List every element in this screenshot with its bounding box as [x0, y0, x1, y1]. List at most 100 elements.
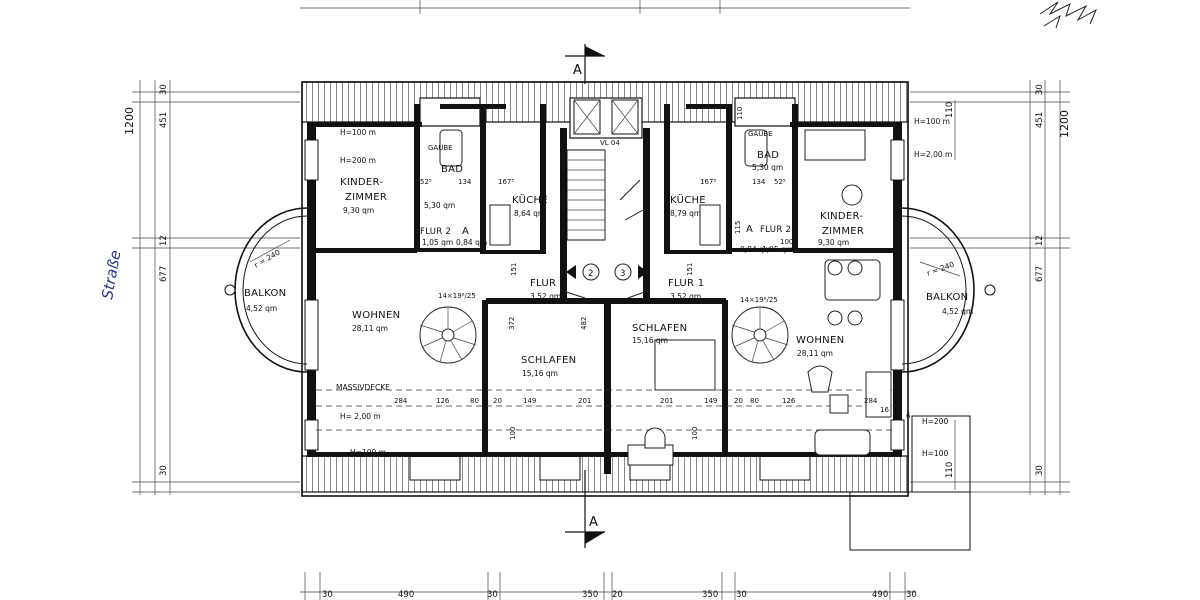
stair-left-label: 14×19⁶/25 — [438, 292, 476, 300]
svg-text:0,84 qm: 0,84 qm — [456, 238, 487, 247]
svg-text:1200: 1200 — [123, 107, 136, 135]
svg-text:372: 372 — [508, 317, 516, 330]
room-kueche-right: KÜCHE 8,79 qm — [670, 193, 706, 218]
room-schlafen-right: SCHLAFEN 15,16 qm — [632, 323, 687, 345]
svg-text:149: 149 — [704, 397, 717, 405]
svg-text:FLUR 1: FLUR 1 — [530, 278, 566, 289]
room-schlafen-left: SCHLAFEN 15,16 qm — [521, 355, 576, 378]
svg-text:80: 80 — [750, 397, 759, 405]
section-label-top: A — [573, 63, 582, 78]
svg-text:151: 151 — [686, 263, 694, 276]
svg-text:110: 110 — [945, 102, 955, 118]
gaube-left-label: GAUBE — [428, 144, 453, 152]
svg-text:30: 30 — [736, 590, 747, 600]
svg-text:SCHLAFEN: SCHLAFEN — [521, 355, 576, 366]
room-flur1-right: FLUR 1 3,52 qm — [668, 278, 704, 301]
svg-text:126: 126 — [782, 397, 796, 405]
svg-text:15,16 qm: 15,16 qm — [632, 336, 668, 345]
room-a-left: A 0,84 qm — [456, 226, 487, 247]
svg-text:100: 100 — [509, 427, 517, 440]
svg-text:80: 80 — [470, 397, 479, 405]
svg-text:30: 30 — [159, 84, 169, 95]
svg-text:115: 115 — [734, 221, 742, 234]
svg-text:BAD: BAD — [441, 164, 463, 175]
spiral-stair-right — [731, 306, 789, 364]
gaube-right-label: GAUBE — [748, 130, 773, 138]
svg-text:151: 151 — [510, 263, 518, 276]
svg-text:134: 134 — [458, 178, 472, 186]
inner-dimensions: 284 126 80 20 149 201 201 149 20 80 126 … — [394, 107, 911, 440]
balcony-right — [901, 207, 996, 373]
svg-text:28,11 qm: 28,11 qm — [797, 349, 833, 358]
svg-text:ZIMMER: ZIMMER — [345, 192, 387, 203]
svg-text:20: 20 — [612, 590, 623, 600]
room-flur2-left: FLUR 2 1,05 qm — [420, 227, 453, 247]
massivdecke-lines — [316, 389, 893, 431]
section-marker-top: A — [565, 44, 605, 84]
svg-text:100: 100 — [691, 427, 699, 440]
vl-label: VL 04 — [600, 139, 620, 147]
windows — [304, 139, 905, 451]
svg-text:12: 12 — [1035, 235, 1045, 246]
svg-text:0,84 qm: 0,84 qm — [740, 245, 771, 254]
bottom-dimension-line: 30 490 30 350 20 350 30 490 30 — [300, 572, 917, 600]
stair-right-label: 14×19⁶/25 — [740, 296, 778, 304]
svg-text:100: 100 — [780, 238, 793, 246]
svg-text:4,52 qm: 4,52 qm — [942, 307, 973, 316]
svg-text:H=100 m: H=100 m — [340, 128, 376, 137]
svg-text:52⁵: 52⁵ — [774, 178, 786, 186]
entrance-projection — [849, 415, 971, 551]
svg-text:H=200: H=200 — [922, 417, 948, 426]
svg-text:KÜCHE: KÜCHE — [512, 193, 548, 206]
svg-text:H=200 m: H=200 m — [340, 156, 376, 165]
svg-text:482: 482 — [580, 317, 588, 330]
svg-text:110: 110 — [945, 462, 955, 478]
svg-text:677: 677 — [159, 266, 169, 282]
svg-text:KÜCHE: KÜCHE — [670, 193, 706, 206]
svg-text:r = 240: r = 240 — [253, 248, 282, 270]
spiral-stair-left — [419, 306, 477, 364]
svg-text:KINDER-: KINDER- — [340, 177, 383, 188]
svg-text:15,16 qm: 15,16 qm — [522, 369, 558, 378]
room-kueche-left: KÜCHE 8,64 qm — [512, 193, 548, 218]
svg-text:5,30 qm: 5,30 qm — [752, 163, 783, 172]
svg-text:284: 284 — [864, 397, 878, 405]
svg-text:1200: 1200 — [1058, 110, 1071, 138]
svg-text:FLUR 2: FLUR 2 — [760, 225, 791, 235]
room-flur1-left: FLUR 1 3,52 qm — [530, 278, 566, 301]
svg-text:9,30 qm: 9,30 qm — [818, 238, 849, 247]
svg-text:30: 30 — [906, 590, 917, 600]
height-labels: H=100 m H=200 m H=100 m H=2,00 m H= 2,00… — [340, 117, 952, 458]
svg-text:126: 126 — [436, 397, 450, 405]
svg-text:H= 2,00 m: H= 2,00 m — [340, 412, 381, 421]
stair-core: VL 04 2 3 — [559, 139, 651, 299]
svg-text:H=100 m: H=100 m — [914, 117, 950, 126]
svg-text:3: 3 — [620, 269, 625, 279]
svg-text:A: A — [462, 226, 469, 237]
svg-text:30: 30 — [322, 590, 333, 600]
svg-text:134: 134 — [752, 178, 766, 186]
svg-text:WOHNEN: WOHNEN — [796, 335, 844, 346]
left-dimension-scale: 1200 451 30 677 12 30 — [123, 80, 300, 495]
svg-text:FLUR 2: FLUR 2 — [420, 227, 451, 237]
svg-text:8,79 qm: 8,79 qm — [670, 209, 701, 218]
svg-text:3,52 qm: 3,52 qm — [530, 292, 561, 301]
svg-text:350: 350 — [582, 590, 598, 600]
svg-text:BALKON: BALKON — [244, 288, 286, 299]
svg-text:490: 490 — [398, 590, 414, 600]
svg-text:201: 201 — [660, 397, 673, 405]
svg-text:5,30 qm: 5,30 qm — [424, 201, 455, 210]
roof-overhang — [301, 81, 909, 497]
top-dimension-line — [300, 0, 910, 14]
svg-text:1,05 qm: 1,05 qm — [422, 238, 453, 247]
svg-text:r = 240: r = 240 — [926, 260, 956, 278]
handwritten-street-label: Straße — [98, 249, 124, 301]
walls — [307, 104, 902, 474]
svg-text:20: 20 — [493, 397, 502, 405]
svg-text:H=2,00 m: H=2,00 m — [914, 150, 952, 159]
svg-text:1,05 qm: 1,05 qm — [762, 245, 793, 254]
svg-text:28,11 qm: 28,11 qm — [352, 324, 388, 333]
svg-text:BAD: BAD — [757, 150, 779, 161]
svg-text:52⁵: 52⁵ — [420, 178, 432, 186]
north-arrow-icon — [1039, 1, 1098, 29]
